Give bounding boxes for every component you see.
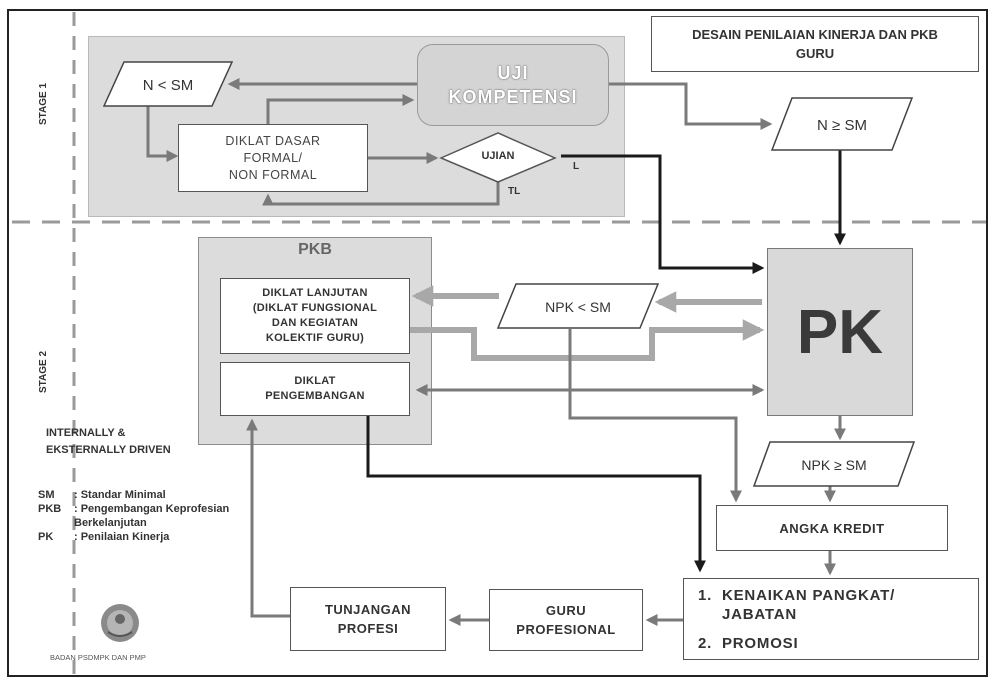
stage2-arrows: [246, 329, 846, 626]
npk-ge-sm-label: NPK ≥ SM: [801, 457, 866, 473]
n-ge-sm-shape: N ≥ SM: [770, 97, 914, 151]
lulus-arrows: [366, 150, 846, 573]
n-ge-sm-label: N ≥ SM: [817, 117, 867, 134]
logo-emblem: [101, 604, 139, 642]
kenaikan-item-number: 1.: [698, 586, 713, 604]
kenaikan-item-text: KENAIKAN PANGKAT/ JABATAN: [722, 586, 896, 623]
legend-abbr: PK: [38, 531, 54, 543]
guru-profesional-box: GURU PROFESIONAL: [489, 589, 643, 651]
kenaikan-item: 1. KENAIKAN PANGKAT/ JABATAN: [698, 586, 895, 624]
kenaikan-box: 1. KENAIKAN PANGKAT/ JABATAN 2. PROMOSI: [683, 578, 979, 660]
legend: SM : Standar Minimal PKB : Pengembangan …: [38, 488, 229, 544]
legend-desc: : Penilaian Kinerja: [74, 531, 170, 543]
legend-row: PK : Penilaian Kinerja: [38, 530, 229, 544]
lulus-label: L: [573, 161, 580, 172]
stage1-label: STAGE 1: [38, 82, 49, 125]
n-lt-sm-label: N < SM: [143, 77, 193, 94]
angka-kredit-box: ANGKA KREDIT: [716, 505, 948, 551]
legend-row: SM : Standar Minimal: [38, 488, 229, 502]
stage1-arrows: [146, 78, 773, 206]
stage2-label: STAGE 2: [38, 350, 49, 393]
pkb-panel-title: PKB: [298, 241, 332, 258]
diagram-frame: [7, 9, 988, 677]
tidak-lulus-label: TL: [508, 186, 521, 197]
npk-ge-sm-shape: NPK ≥ SM: [752, 441, 916, 487]
legend-desc: : Pengembangan Keprofesian Berkelanjutan: [74, 503, 230, 529]
legend-abbr: PKB: [38, 503, 62, 515]
ujian-label: UJIAN: [481, 150, 515, 162]
legend-row: PKB : Pengembangan Keprofesian Berkelanj…: [38, 502, 229, 530]
npk-lt-sm-label: NPK < SM: [545, 299, 611, 315]
promosi-item: 2. PROMOSI: [698, 634, 798, 653]
legend-desc: : Standar Minimal: [74, 489, 166, 501]
stage-divider-lines: [12, 12, 986, 676]
legend-abbr: SM: [38, 489, 55, 501]
promosi-item-number: 2.: [698, 634, 713, 652]
tunjangan-profesi-box: TUNJANGAN PROFESI: [290, 587, 446, 651]
uji-kompetensi-box: UJI KOMPETENSI: [417, 44, 609, 126]
logo-caption: BADAN PSDMPK DAN PMP: [50, 653, 146, 662]
ujian-diamond: [439, 132, 557, 183]
npk-lt-sm-shape: NPK < SM: [496, 283, 660, 329]
diklat-lanjutan-box: DIKLAT LANJUTAN (DIKLAT FUNGSIONAL DAN K…: [220, 278, 410, 354]
n-lt-sm-shape: N < SM: [102, 61, 234, 107]
feedback-arrows: [410, 285, 765, 361]
diklat-dasar-box: DIKLAT DASAR FORMAL/ NON FORMAL: [178, 124, 368, 192]
diagram-title: DESAIN PENILAIAN KINERJA DAN PKB GURU: [651, 16, 979, 72]
pk-box: PK: [767, 248, 913, 416]
driven-label: INTERNALLY & EKSTERNALLY DRIVEN: [46, 427, 171, 456]
diklat-pengembangan-box: DIKLAT PENGEMBANGAN: [220, 362, 410, 416]
promosi-item-text: PROMOSI: [722, 634, 799, 652]
